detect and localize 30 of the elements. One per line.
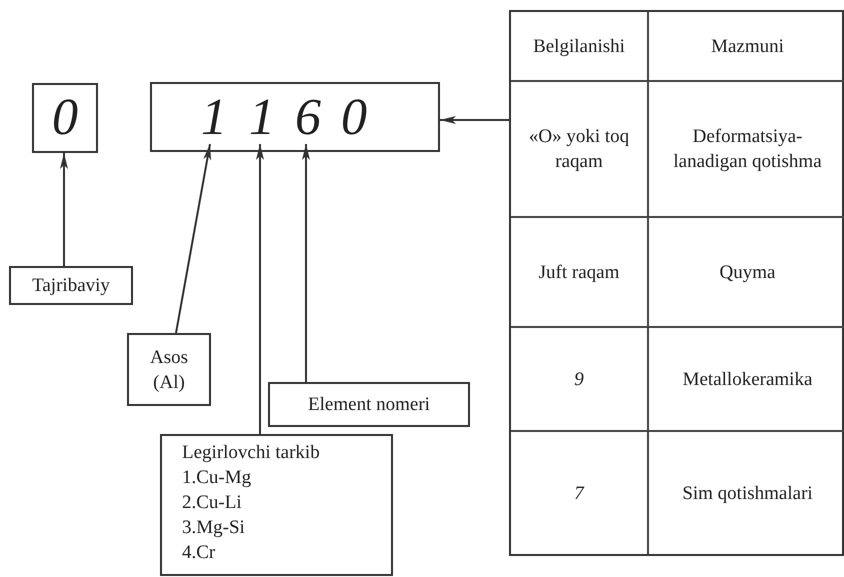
list-item: 1.Cu-Mg [182, 466, 252, 490]
arrow [302, 144, 310, 382]
callout-box [268, 382, 470, 427]
table-cell-text: Juft raqam [538, 260, 620, 284]
table-cell-text: 7 [574, 482, 584, 506]
callout-text: Element nomeri [308, 393, 430, 417]
table-cell-text: Mazmuni [711, 34, 784, 58]
list-heading: Legirlovchi tarkib [182, 441, 321, 465]
arrow [440, 116, 509, 124]
table-cell-text: Deformatsiya-lanadigan qotishma [672, 125, 823, 174]
table-cell-text: Sim qotishmalari [682, 482, 813, 506]
table-cell-text: 9 [574, 368, 584, 392]
callout-box [9, 266, 133, 305]
list-item: 3.Mg-Si [182, 516, 246, 540]
arrow [256, 144, 264, 434]
table-cell-text: Metallokeramika [682, 368, 812, 392]
callout-text: Asos (Al) [148, 346, 189, 394]
table-cell-text: «O» yoki toq raqam [528, 125, 630, 174]
prefix-box: 0 [32, 83, 98, 153]
code-table [509, 10, 844, 556]
list-item: 2.Cu-Li [182, 491, 243, 515]
table-cell-text: Belgilanishi [533, 34, 625, 58]
callout-box [127, 333, 211, 406]
callout-box [160, 434, 393, 576]
arrow [60, 153, 68, 266]
code-box [150, 82, 440, 152]
list-item: 4.Cr [182, 541, 216, 565]
arrow [175, 144, 212, 334]
callout-text: Tajribaviy [32, 274, 110, 298]
table-cell-text: Quyma [720, 260, 776, 284]
